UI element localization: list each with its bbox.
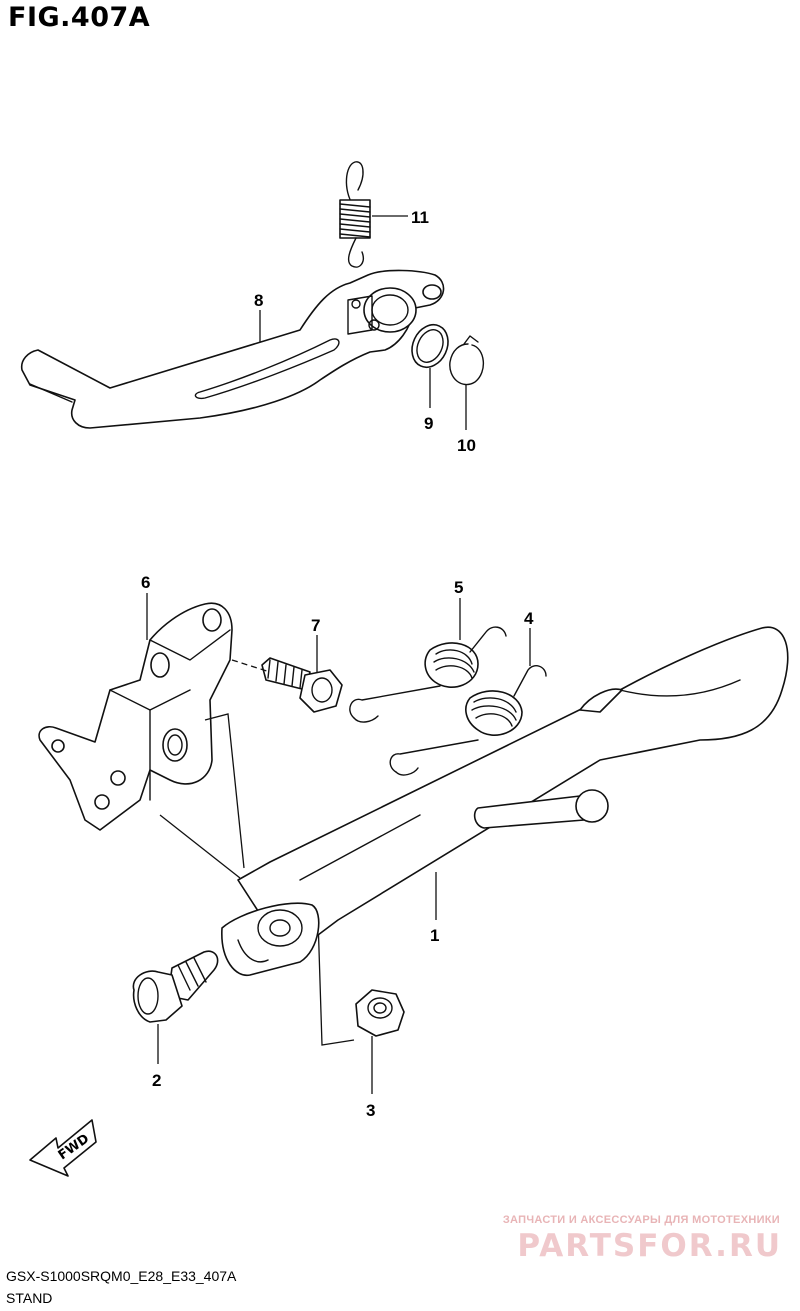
- mounting-bracket-part-6: [38, 602, 233, 831]
- figure-title: FIG.407A: [8, 2, 151, 33]
- callout-2: 2: [152, 1071, 161, 1090]
- callout-3: 3: [366, 1101, 375, 1120]
- callout-11: 11: [411, 208, 429, 227]
- spring-part-4: [389, 665, 547, 776]
- watermark-brand-logo: PARTSFOR.RU: [517, 1228, 782, 1264]
- callout-7: 7: [311, 616, 320, 635]
- callout-10: 10: [457, 436, 476, 455]
- nut-part-3: [355, 989, 405, 1037]
- circlip-part-10: [449, 335, 484, 386]
- bolt-part-7: [261, 657, 343, 713]
- diagram-code: GSX-S1000SRQM0_E28_E33_407A: [6, 1268, 237, 1284]
- side-stand-part-1: [221, 626, 789, 977]
- callout-8: 8: [254, 291, 263, 310]
- spring-part-11: [339, 161, 371, 268]
- watermark-tagline: ЗАПЧАСТИ И АКСЕССУАРЫ ДЛЯ МОТОТЕХНИКИ: [502, 1214, 780, 1226]
- section-name: STAND: [6, 1290, 53, 1306]
- stand-bracket-part-8: [20, 269, 445, 429]
- callout-1: 1: [430, 926, 439, 945]
- washer-part-9: [411, 324, 449, 368]
- alignment-guides: [159, 659, 355, 1046]
- spring-part-5: [349, 626, 507, 723]
- callout-4: 4: [524, 609, 534, 628]
- callout-9: 9: [424, 414, 433, 433]
- forward-direction-arrow-icon: FWD: [29, 1119, 97, 1177]
- pivot-bolt-part-2: [132, 950, 219, 1023]
- callout-5: 5: [454, 578, 463, 597]
- callout-6: 6: [141, 573, 150, 592]
